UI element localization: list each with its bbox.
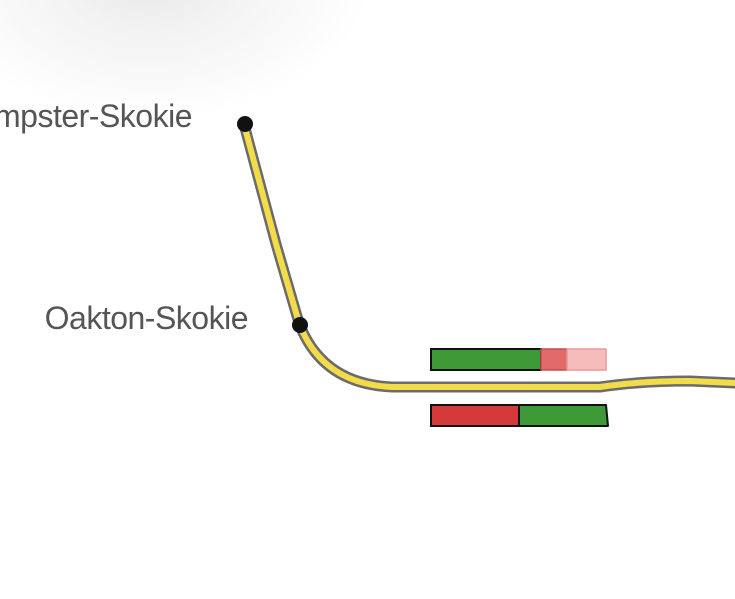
station-dot-oakton-skokie[interactable] xyxy=(292,317,308,333)
yellow-line xyxy=(242,125,735,390)
train-lower[interactable] xyxy=(430,404,609,427)
train-segment-delayed xyxy=(540,348,568,371)
train-segment-delayed-faded xyxy=(566,348,607,371)
station-label-dempster-skokie: mpster-Skokie xyxy=(0,98,193,134)
station-dot-dempster-skokie[interactable] xyxy=(237,116,253,132)
train-segment-on-time xyxy=(518,404,609,427)
station-label-oakton-skokie: Oakton-Skokie xyxy=(44,300,249,336)
train-upper[interactable] xyxy=(430,348,607,371)
train-segment-delayed xyxy=(430,404,520,427)
train-segment-on-time xyxy=(430,348,542,371)
